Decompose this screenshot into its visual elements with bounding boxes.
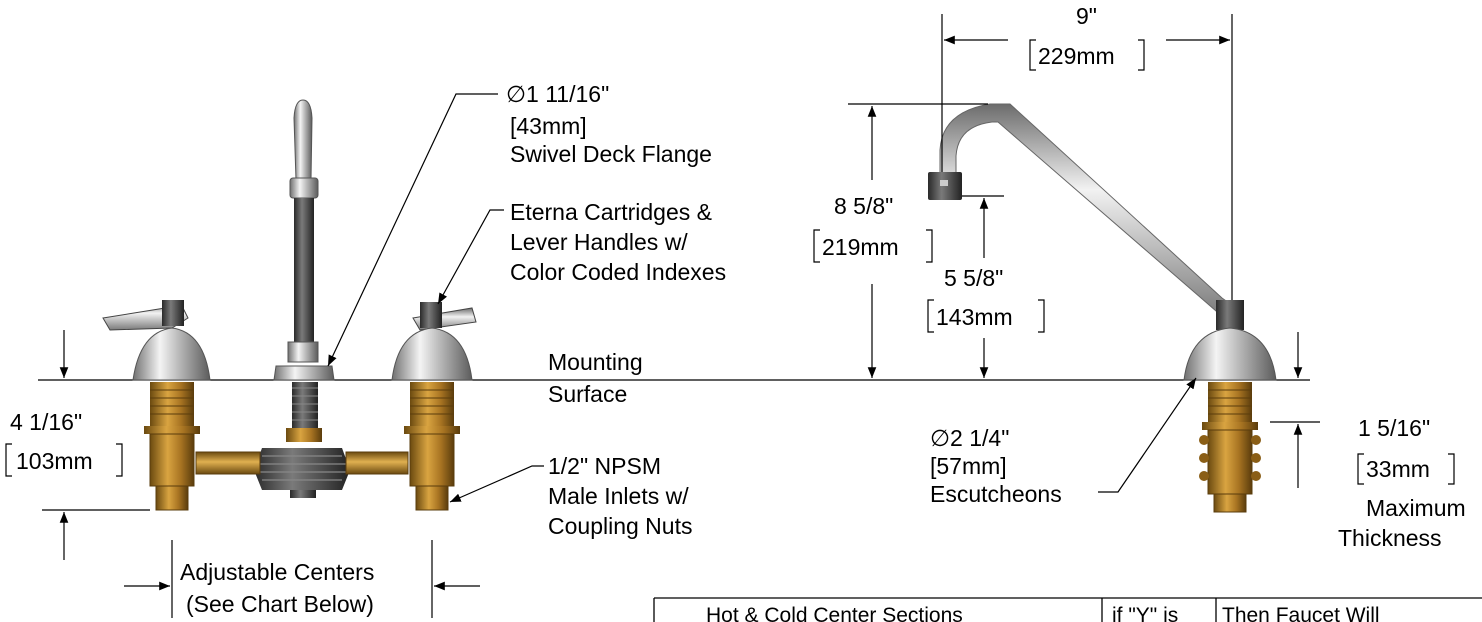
flange-name-label: Swivel Deck Flange — [510, 141, 712, 167]
right-valve — [391, 302, 477, 511]
crossover-tube-right — [345, 451, 409, 475]
escutcheons-leader — [1098, 377, 1197, 493]
height-below-in: 4 1/16" — [10, 409, 82, 435]
escutcheons-dia: ∅2 1/4" — [930, 425, 1009, 451]
dim-height-below — [5, 330, 150, 560]
dim-spout-height — [813, 103, 988, 378]
spout-height-in: 8 5/8" — [834, 193, 893, 219]
center-spout — [254, 99, 350, 498]
crossover-tube-left — [195, 451, 261, 475]
flange-mm-label: [43mm] — [510, 113, 587, 139]
center-chart: Hot & Cold Center Sections if "Y" is The… — [653, 597, 1482, 622]
escutcheons-mm: [57mm] — [930, 453, 1007, 479]
cartridges-line1: Eterna Cartridges & — [510, 199, 712, 225]
max-thickness-in: 1 5/16" — [1358, 415, 1430, 441]
faucet-front-view — [102, 99, 477, 511]
cartridges-leader — [437, 209, 504, 305]
max-thickness-mm: 33mm — [1366, 456, 1430, 482]
mounting-line2: Surface — [548, 381, 627, 407]
max-thickness-label2: Thickness — [1338, 525, 1442, 551]
flange-dia-label: ∅1 11/16" — [506, 81, 609, 107]
spout-clearance-mm: 143mm — [936, 304, 1013, 330]
max-thickness-label1: Maximum — [1366, 495, 1466, 521]
cartridges-line2: Lever Handles w/ — [510, 229, 688, 255]
flange-leader — [327, 93, 498, 367]
dim-max-thickness — [1270, 332, 1455, 488]
centers-line2: (See Chart Below) — [186, 591, 374, 617]
left-valve — [102, 300, 211, 511]
centers-line1: Adjustable Centers — [180, 559, 374, 585]
chart-col1-header: Hot & Cold Center Sections — [706, 604, 963, 622]
faucet-side-view — [928, 103, 1277, 513]
inlets-leader — [449, 465, 544, 503]
spout-reach-mm: 229mm — [1038, 43, 1115, 69]
dim-spout-clearance — [927, 195, 1045, 378]
inlets-line1: 1/2" NPSM — [548, 453, 661, 479]
inlets-line2: Male Inlets w/ — [548, 483, 689, 509]
spout-clearance-in: 5 5/8" — [944, 265, 1003, 291]
cartridges-line3: Color Coded Indexes — [510, 259, 726, 285]
mounting-line1: Mounting — [548, 349, 643, 375]
escutcheons-name: Escutcheons — [930, 481, 1062, 507]
inlets-line3: Coupling Nuts — [548, 513, 692, 539]
spout-height-mm: 219mm — [822, 234, 899, 260]
spout-reach-in: 9" — [1076, 3, 1097, 29]
height-below-mm: 103mm — [16, 448, 93, 474]
dim-adjustable-centers — [124, 540, 480, 618]
chart-col3-header: Then Faucet Will — [1222, 604, 1380, 622]
dim-spout-reach — [941, 14, 1233, 300]
chart-col2-header: if "Y" is — [1112, 604, 1178, 622]
